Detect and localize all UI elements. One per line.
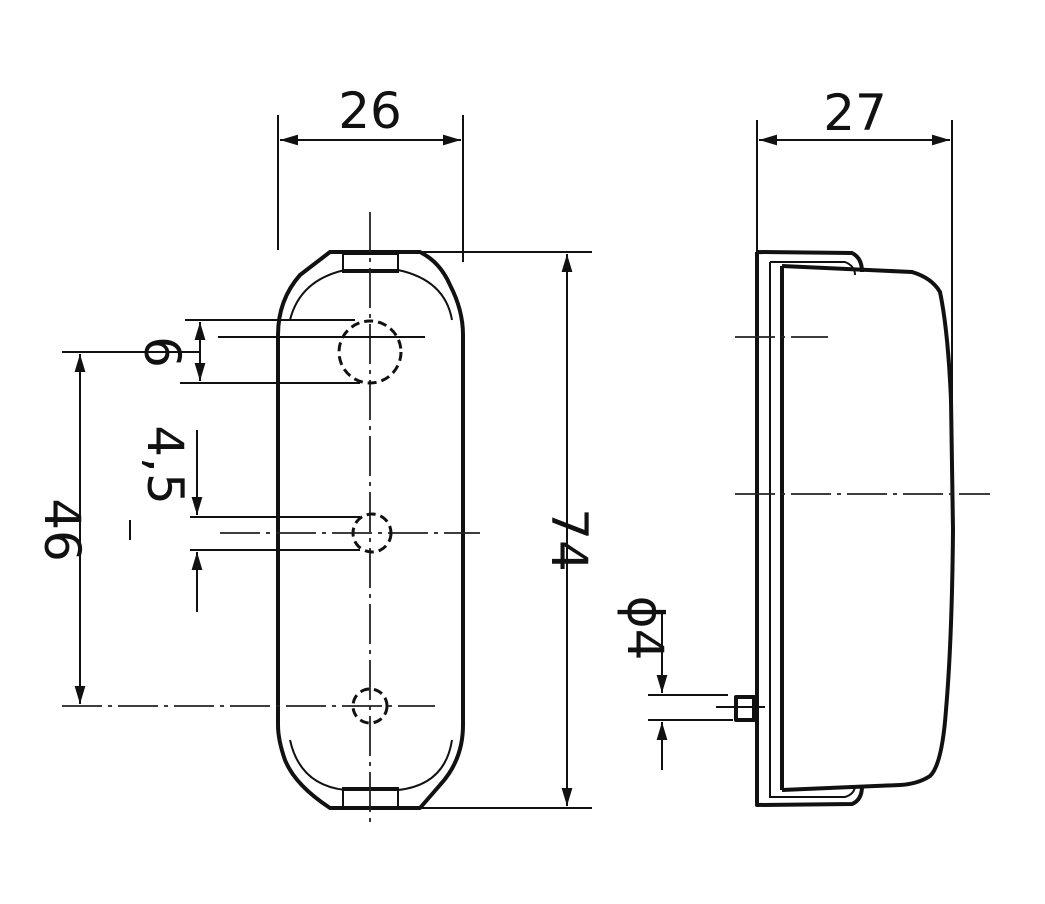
bottom-hole <box>351 687 389 725</box>
dim-label-small-hole: 4,5 <box>136 425 194 505</box>
dim-label-pin-diameter: ϕ4 <box>616 596 674 661</box>
middle-hole <box>351 512 393 554</box>
dim-label-height: 74 <box>540 508 598 572</box>
dim-label-width: 26 <box>338 82 402 140</box>
front-view: 26 74 6 4,5 46 <box>33 82 598 825</box>
side-view: 27 ϕ4 <box>616 84 990 807</box>
mounting-pin <box>734 695 756 722</box>
inner-outline <box>289 269 453 321</box>
dim-label-hole-spacing: 46 <box>33 498 91 562</box>
mounting-plate <box>755 250 864 807</box>
lens-outline <box>781 264 955 792</box>
dim-label-depth: 27 <box>823 84 887 142</box>
large-hole <box>337 319 403 385</box>
inner-outline-bottom <box>289 739 453 791</box>
